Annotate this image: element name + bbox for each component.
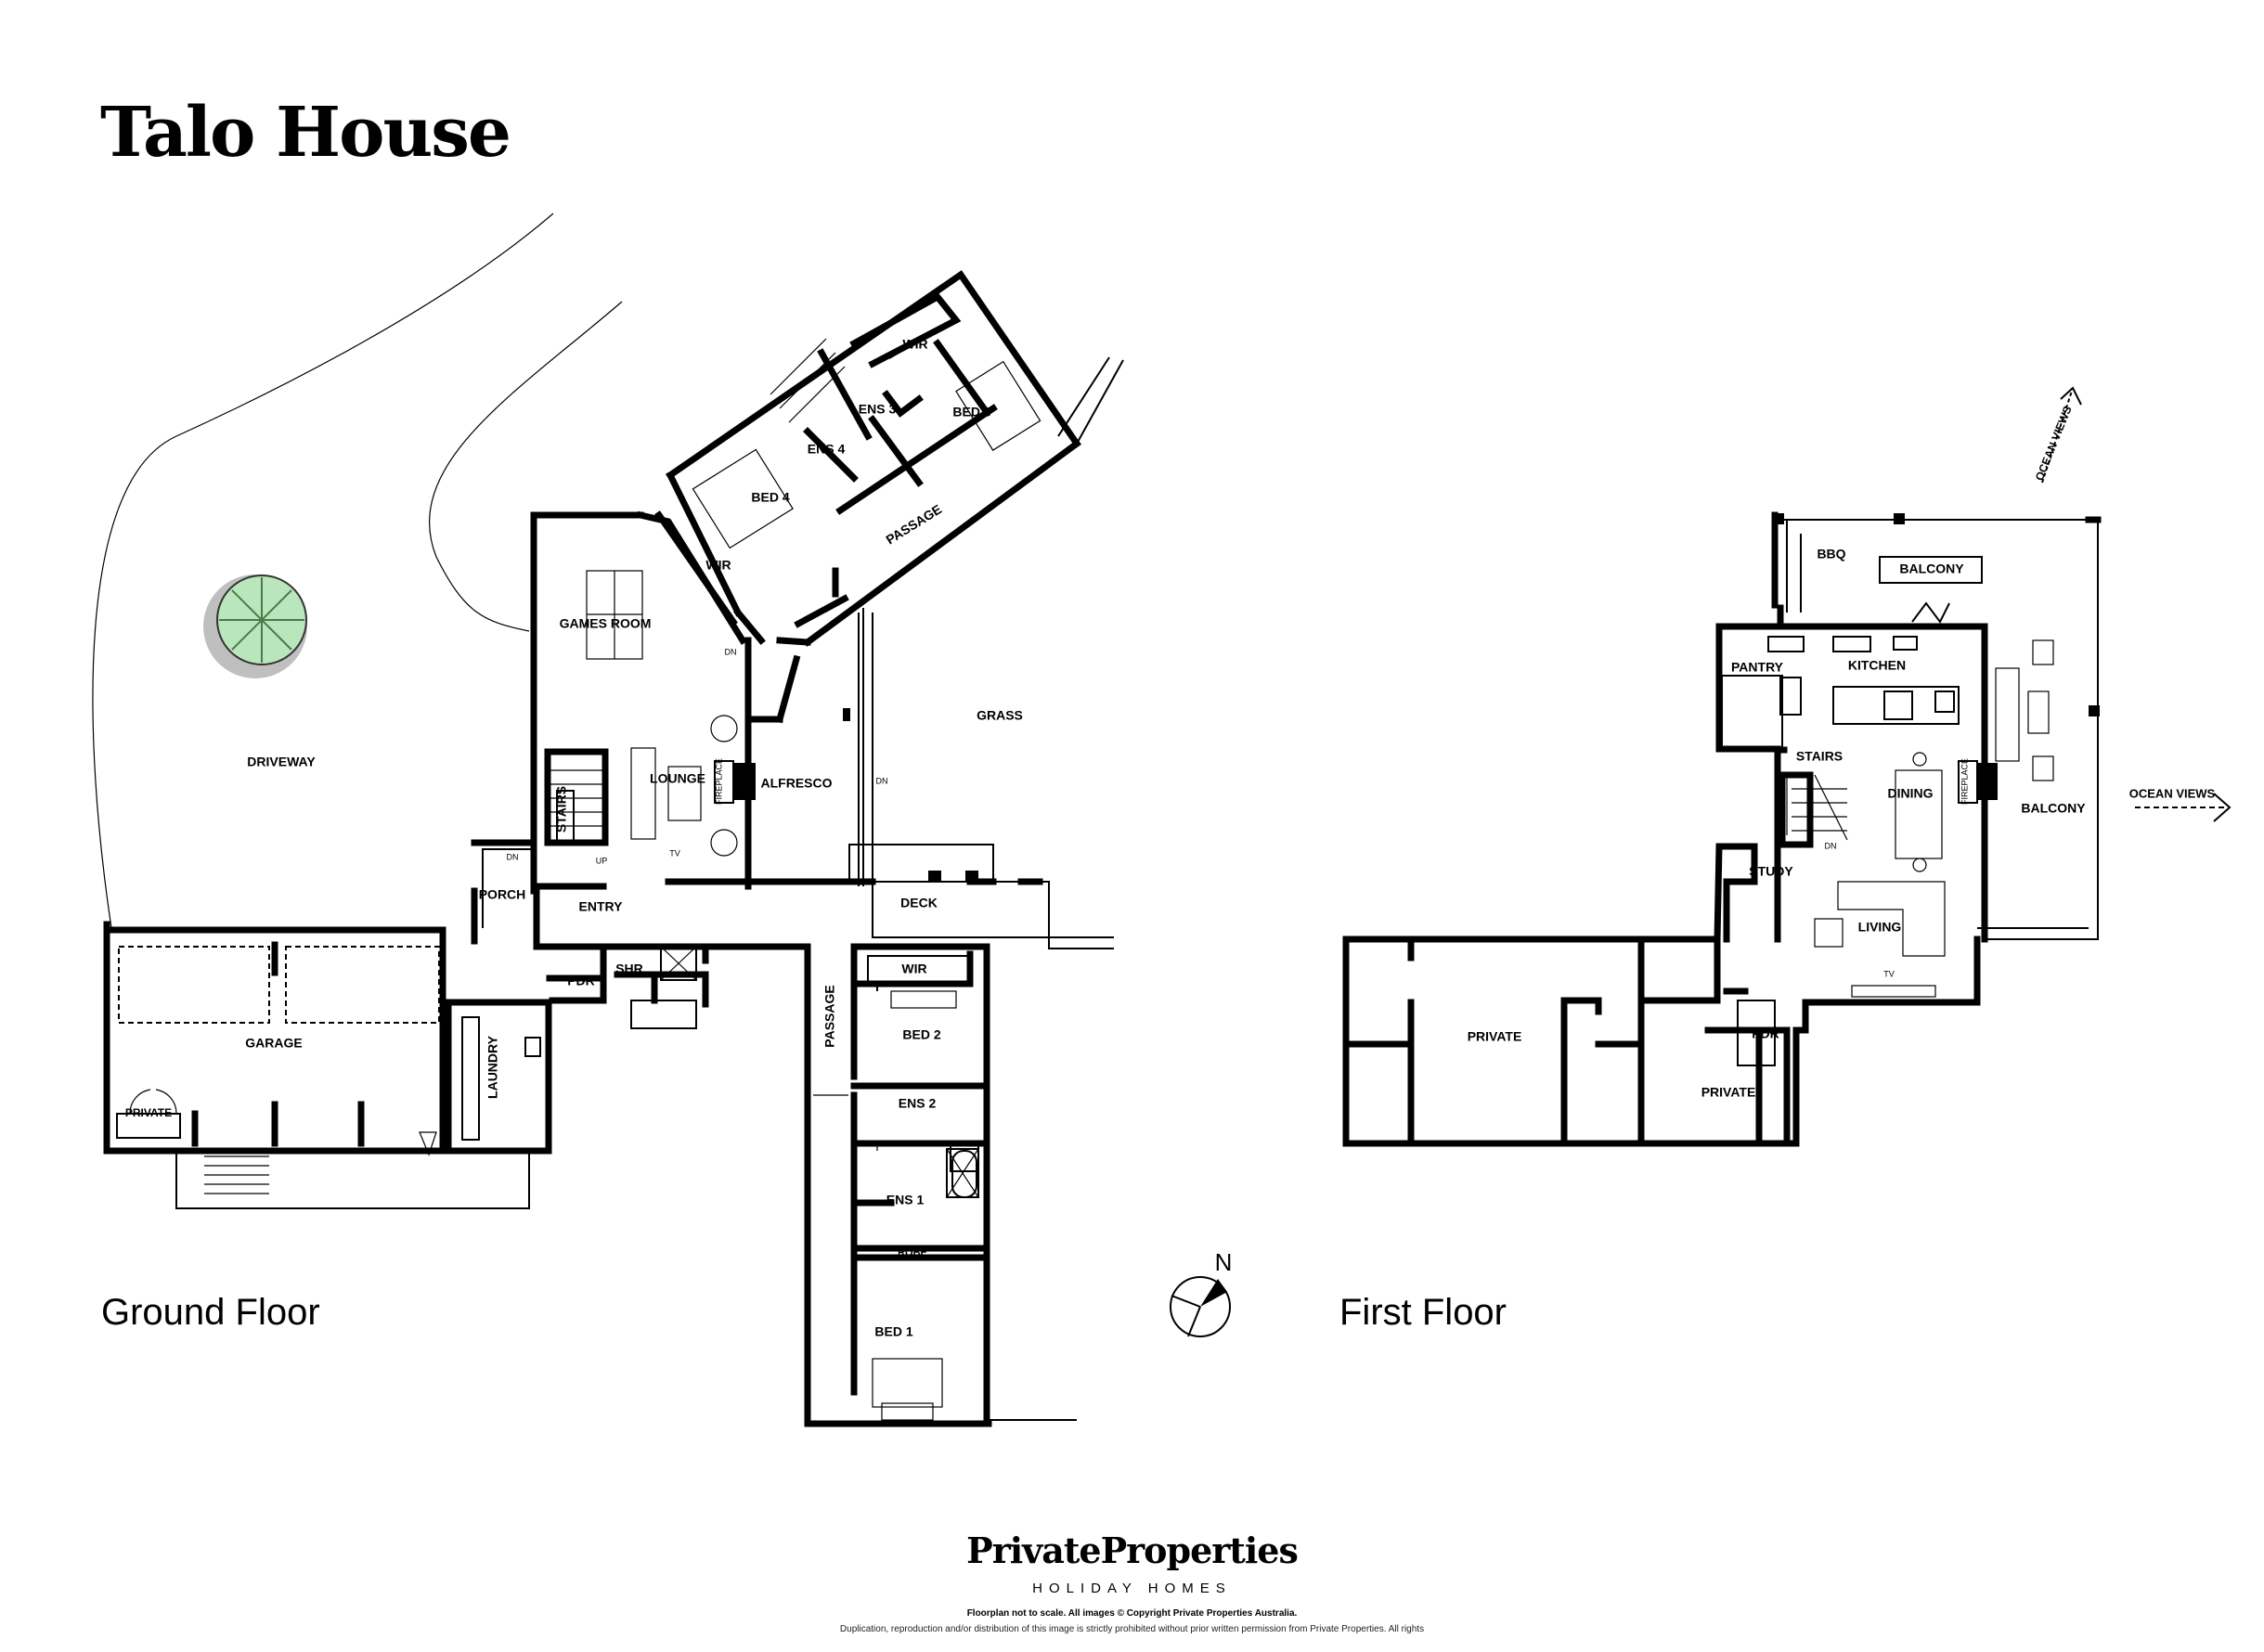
label-lounge: LOUNGE [650, 771, 705, 786]
label-tv-first: TV [1883, 969, 1895, 978]
copyright-note: Floorplan not to scale. All images © Cop… [966, 1608, 1298, 1619]
label-wir-bed2: WIR [901, 962, 926, 976]
compass-north-label: N [1215, 1248, 1233, 1276]
label-ocean-views-top: OCEAN VIEWS [2033, 405, 2075, 483]
label-stairs-ground: STAIRS [554, 786, 569, 832]
first-floor-label: First Floor [1339, 1292, 1507, 1333]
label-bed1: BED 1 [874, 1324, 912, 1339]
label-porch: PORCH [479, 887, 526, 902]
first-floor [1342, 511, 2102, 1147]
label-bed4: BED 4 [751, 490, 789, 505]
label-kitchen: KITCHEN [1848, 658, 1906, 673]
label-alfresco: ALFRESCO [761, 776, 833, 791]
label-living: LIVING [1858, 920, 1902, 935]
label-fireplace-ground: FIREPLACE [714, 758, 723, 805]
label-dn-first: DN [1825, 841, 1837, 850]
label-passage-ground: PASSAGE [822, 985, 837, 1047]
label-ens4: ENS 4 [808, 442, 846, 457]
ground-floor-label: Ground Floor [101, 1292, 320, 1333]
label-shr: SHR [615, 962, 643, 976]
brand-subtitle: HOLIDAY HOMES [1032, 1581, 1232, 1596]
label-study: STUDY [1749, 864, 1793, 879]
label-dn-3: DN [507, 852, 519, 861]
label-fireplace-first: FIREPLACE [1960, 758, 1969, 805]
label-private-ground: PRIVATE [125, 1106, 172, 1119]
tree-icon [203, 574, 307, 678]
label-tv-ground: TV [669, 848, 680, 858]
label-wir-bed3: WIR [902, 337, 927, 352]
label-deck: DECK [900, 896, 938, 910]
label-bed2: BED 2 [902, 1027, 940, 1042]
bed-wing [654, 270, 1124, 647]
north-compass-icon [1170, 1276, 1231, 1337]
label-stairs-first: STAIRS [1796, 749, 1843, 764]
label-wir-bed4: WIR [705, 558, 731, 573]
label-private-first-a: PRIVATE [1468, 1029, 1522, 1044]
driveway-outline [92, 213, 623, 929]
label-pdr-first: PDR [1752, 1026, 1779, 1041]
label-balcony-top: BALCONY [1899, 561, 1964, 576]
label-bbq: BBQ [1817, 547, 1845, 561]
brand-logo: PrivateProperties [966, 1529, 1299, 1571]
label-dn-1: DN [725, 647, 737, 656]
label-ens1: ENS 1 [886, 1193, 925, 1207]
ocean-views-arrow-icon [2041, 386, 2232, 822]
label-dining: DINING [1888, 786, 1934, 801]
label-laundry: LAUNDRY [485, 1035, 500, 1099]
label-entry: ENTRY [579, 899, 624, 914]
label-driveway: DRIVEWAY [247, 755, 316, 769]
label-balcony-side: BALCONY [2021, 801, 2086, 816]
label-private-first-b: PRIVATE [1701, 1085, 1756, 1100]
label-ocean-views-right: OCEAN VIEWS [2129, 786, 2216, 800]
label-robe: ROBE [898, 1247, 927, 1258]
label-ens3: ENS 3 [859, 402, 897, 417]
label-pantry: PANTRY [1731, 660, 1784, 675]
label-pdr-ground: PDR [567, 974, 595, 988]
page-title: Talo House [100, 93, 511, 173]
ground-floor [103, 270, 1124, 1427]
label-ens2: ENS 2 [899, 1096, 937, 1111]
label-games-room: GAMES ROOM [560, 616, 652, 631]
label-garage: GARAGE [245, 1036, 302, 1051]
label-bed3: BED 3 [952, 405, 990, 419]
label-dn-2: DN [876, 776, 888, 785]
label-up-1: UP [596, 856, 608, 865]
duplication-note: Duplication, reproduction and/or distrib… [839, 1624, 1425, 1634]
label-passage-upper: PASSAGE [883, 501, 944, 547]
label-grass: GRASS [977, 708, 1023, 723]
